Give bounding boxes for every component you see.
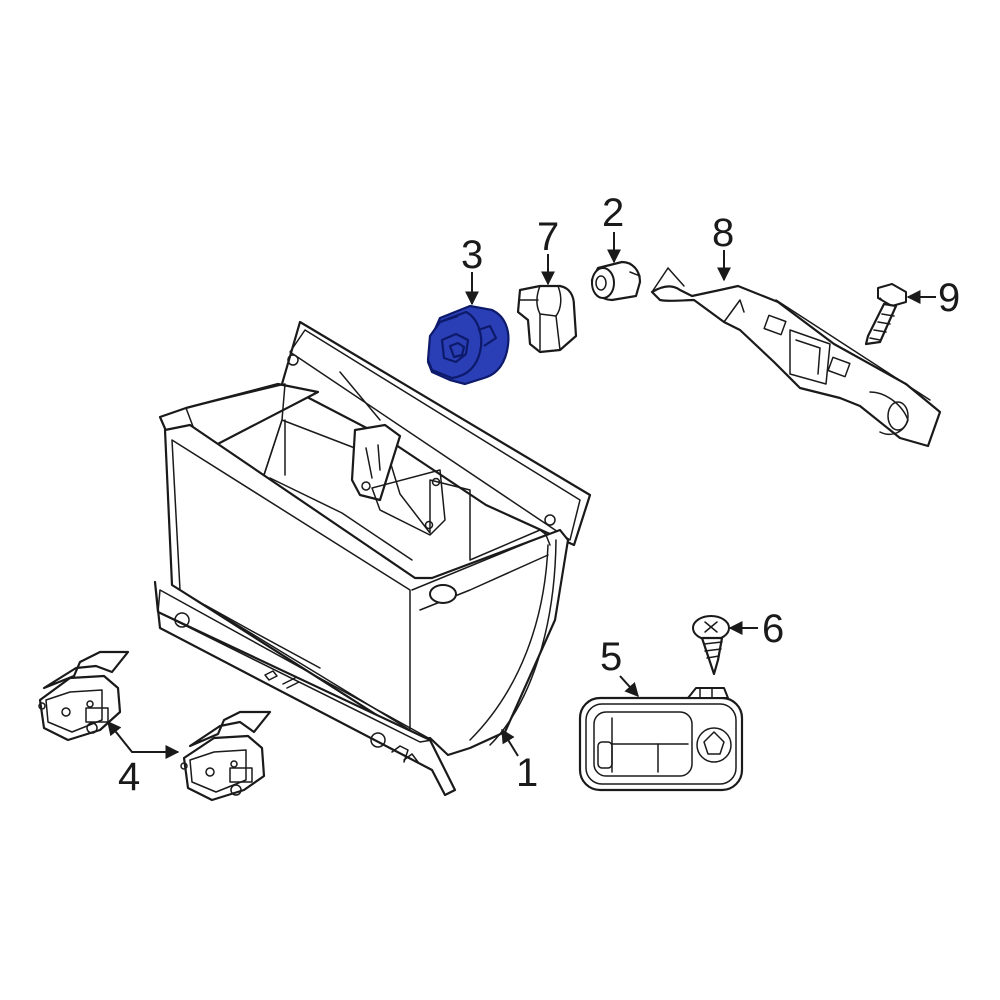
- callout-1: 1: [501, 728, 538, 795]
- callout-number-4: 4: [118, 755, 140, 799]
- bolt-part-9[interactable]: [864, 283, 907, 346]
- callout-number-8: 8: [712, 211, 734, 255]
- hinge-part-4-lower[interactable]: [180, 710, 272, 802]
- hinge-part-4-upper[interactable]: [38, 650, 130, 742]
- callout-7: 7: [537, 215, 559, 286]
- bracket-part-8[interactable]: [650, 267, 942, 448]
- callout-number-1: 1: [516, 751, 538, 795]
- callout-3: 3: [461, 233, 483, 306]
- callout-number-6: 6: [762, 607, 784, 651]
- bumper-part-2[interactable]: [590, 260, 642, 302]
- callout-5: 5: [600, 635, 639, 698]
- callout-2: 2: [602, 191, 624, 264]
- callout-4: 4: [107, 720, 180, 799]
- callout-8: 8: [712, 211, 734, 282]
- callout-number-3: 3: [461, 233, 483, 277]
- callout-number-9: 9: [938, 276, 960, 320]
- callout-number-2: 2: [602, 191, 624, 235]
- callout-6: 6: [728, 607, 784, 651]
- clip-part-7[interactable]: [516, 284, 578, 354]
- striker-part-3-highlighted[interactable]: [426, 304, 510, 386]
- glove-box-part-1[interactable]: [153, 320, 592, 797]
- callout-number-7: 7: [537, 215, 559, 259]
- handle-part-5[interactable]: [578, 687, 744, 792]
- callout-9: 9: [906, 276, 960, 320]
- callout-number-5: 5: [600, 635, 622, 679]
- screw-part-6[interactable]: [692, 615, 730, 676]
